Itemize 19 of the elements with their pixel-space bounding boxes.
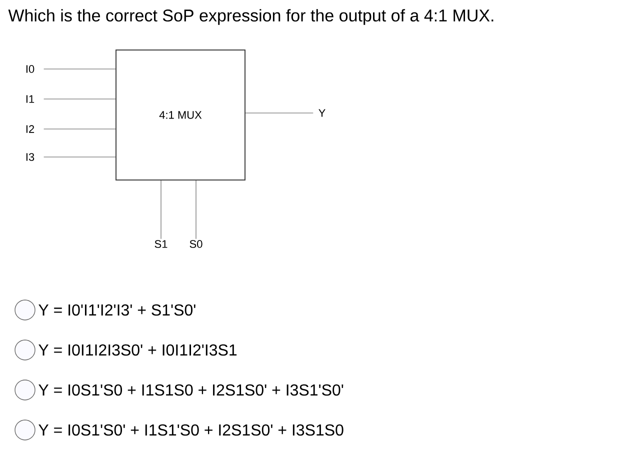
pin-label: I1 <box>26 95 34 103</box>
wire <box>43 98 116 100</box>
answer-option: Y = I0S1'S0' + I1S1'S0 + I2S1S0' + I3S1S0 <box>38 424 344 436</box>
wire <box>43 156 116 158</box>
wire <box>160 180 162 240</box>
answer-option: Y = I0'I1'I2'I3' + S1'S0' <box>38 304 196 316</box>
title: Which is the correct SoP expression for the output of a 4:1 MUX. <box>8 9 494 25</box>
wire <box>43 68 116 70</box>
wire <box>245 112 314 114</box>
pin-label: I3 <box>26 153 34 161</box>
answer-option: Y = I0S1'S0 + I1S1S0 + I2S1S0' + I3S1'S0' <box>38 384 344 396</box>
mux-box: 4:1 MUX <box>116 50 246 180</box>
pin-label: S1 <box>154 240 168 248</box>
pin-label: Y <box>318 109 326 117</box>
wire <box>43 128 116 130</box>
pin-label: I0 <box>26 65 34 73</box>
answer-option: Y = I0I1I2I3S0' + I0I1I2'I3S1 <box>38 344 237 356</box>
pin-label: S0 <box>190 240 202 248</box>
pin-label: I2 <box>26 125 34 133</box>
